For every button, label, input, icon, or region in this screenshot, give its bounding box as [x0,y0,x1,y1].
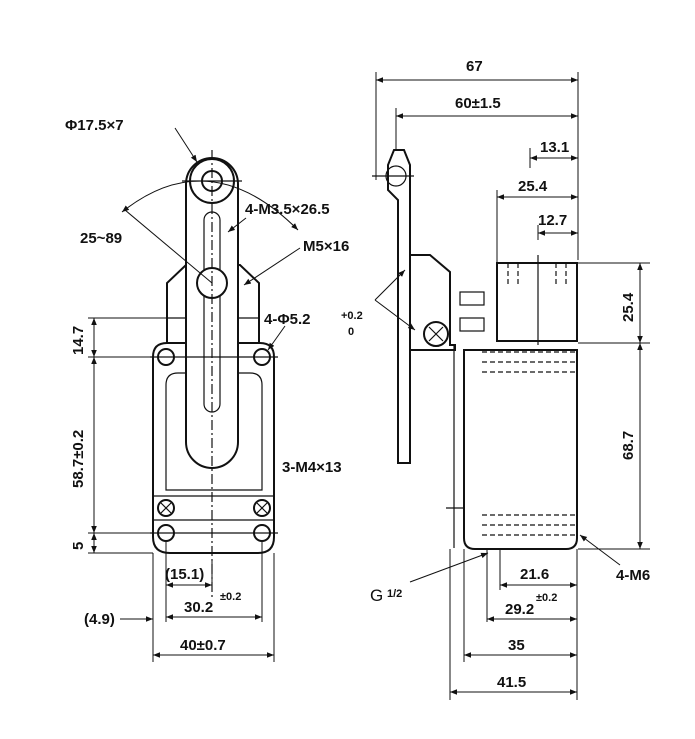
side-lever-plate [387,149,411,464]
cover-screw [253,499,271,517]
front-body-window [165,372,263,491]
label-thread: 4-M6 [616,567,650,584]
label-lever-screws: 4-M3.5×26.5 [245,201,330,218]
label-dim-holes-tol: ±0.2 [220,591,241,603]
label-conduit: G [370,586,383,605]
label-dim-total: 67 [466,58,483,75]
side-main-body [463,349,578,550]
label-arm-screw: M5×16 [303,238,349,255]
label-dim-offset: (4.9) [84,611,115,628]
label-swing-angle: 25~89 [80,230,122,247]
label-dim-68-7: 68.7 [620,431,637,460]
label-tol-plus: +0.2 [341,310,363,322]
label-dim-top: 14.7 [70,326,87,355]
side-head [409,254,456,351]
label-dim-center: (15.1) [165,566,204,583]
side-view-labels: 67 60±1.5 13.1 25.4 12.7 25.4 68.7 4-M6 … [370,58,650,691]
label-dim-21-6: 21.6 [520,566,549,583]
label-dim-bottom: 5 [70,542,87,550]
side-screw [423,321,449,347]
label-dim-body: 58.7±0.2 [70,430,87,488]
label-dim-lever: 60±1.5 [455,95,501,112]
label-dim-width: 40±0.7 [180,637,226,654]
label-roller: Φ17.5×7 [65,117,124,134]
label-dim-12-7: 12.7 [538,212,567,229]
label-dim-41-5: 41.5 [497,674,526,691]
label-tol-zero: 0 [348,326,354,338]
front-view-labels: Φ17.5×7 25~89 4-M3.5×26.5 M5×16 4-Φ5.2 +… [65,117,363,654]
cover-screw [157,499,175,517]
label-dim-25-4-right: 25.4 [620,292,637,322]
label-cover-screws: 3-M4×13 [282,459,342,476]
label-dim-29-2-tol: ±0.2 [536,592,557,604]
label-dim-35: 35 [508,637,525,654]
label-dim-25-4-top: 25.4 [518,178,548,195]
label-conduit-size: 1/2 [387,588,402,600]
label-dim-holes: 30.2 [184,599,213,616]
side-upper-block [496,262,578,342]
front-view [88,127,301,662]
label-dim-13-1: 13.1 [540,139,569,156]
side-view [372,72,650,700]
label-mount-holes: 4-Φ5.2 [264,311,311,328]
label-dim-29-2: 29.2 [505,601,534,618]
